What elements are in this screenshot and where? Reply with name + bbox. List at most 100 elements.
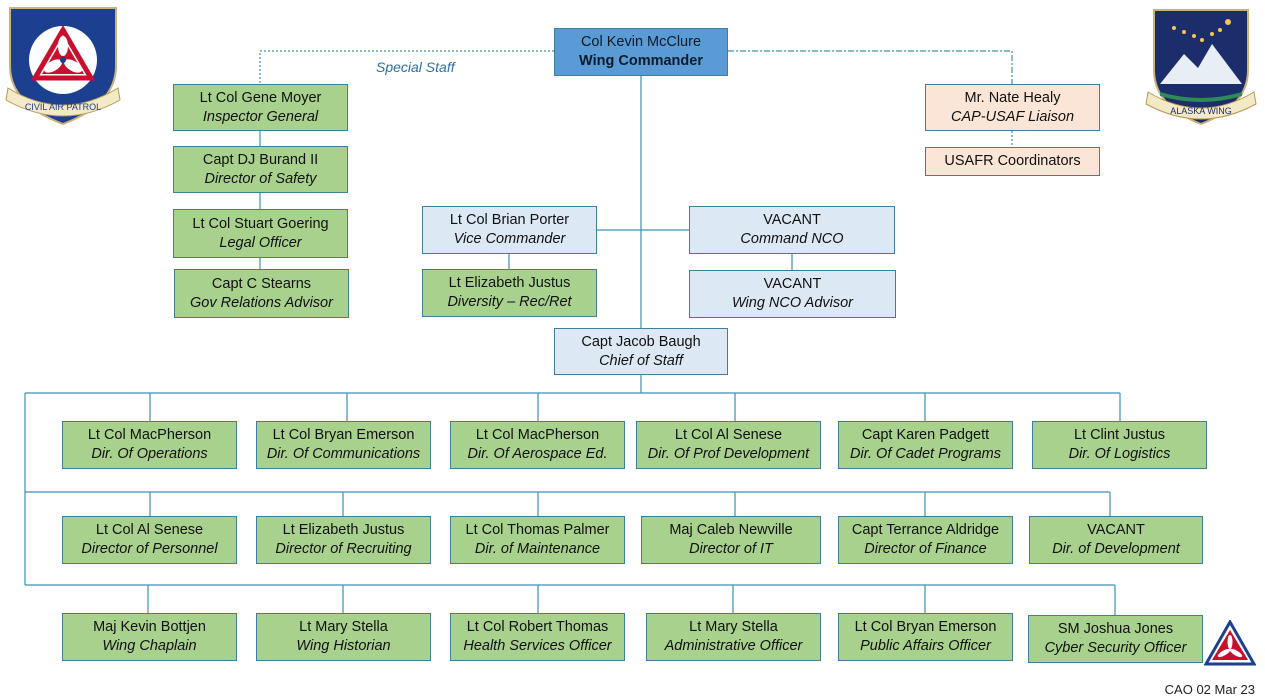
special-staff-dotted-line <box>259 50 554 84</box>
cmd-nco-title: Command NCO <box>740 231 844 247</box>
cyber-security-box: SM Joshua Jones Cyber Security Officer <box>1028 615 1203 663</box>
officer-name: Lt Mary Stella <box>689 619 778 635</box>
vice-name: Lt Col Brian Porter <box>449 212 570 228</box>
civil-air-patrol-logo-text: CIVIL AIR PATROL <box>25 102 101 112</box>
dir-personnel-box: Lt Col Al Senese Director of Personnel <box>62 516 237 564</box>
nco-advisor-name: VACANT <box>763 276 822 292</box>
liaison-dotted-line <box>728 50 1013 84</box>
director-title: Director of Personnel <box>81 541 218 557</box>
director-title: Dir. Of Logistics <box>1068 446 1171 462</box>
vice-commander-box: Lt Col Brian Porter Vice Commander <box>422 206 597 254</box>
dir-prof-development-box: Lt Col Al Senese Dir. Of Prof Developmen… <box>636 421 821 469</box>
director-title: Dir. of Development <box>1052 541 1180 557</box>
dir-development-box: VACANT Dir. of Development <box>1029 516 1203 564</box>
officer-name: Lt Col Robert Thomas <box>466 619 609 635</box>
footer-date: CAO 02 Mar 23 <box>1164 682 1255 697</box>
special-staff-label: Special Staff <box>376 59 455 75</box>
dir-communications-box: Lt Col Bryan Emerson Dir. Of Communicati… <box>256 421 431 469</box>
diversity-title: Diversity – Rec/Ret <box>447 294 572 310</box>
usafr-name: USAFR Coordinators <box>944 153 1081 169</box>
row3-drops <box>147 585 1116 615</box>
officer-name: Maj Kevin Bottjen <box>93 619 206 635</box>
inspector-general-box: Lt Col Gene Moyer Inspector General <box>173 84 348 131</box>
staff-title: Inspector General <box>202 108 319 125</box>
row2-drops <box>149 492 1111 516</box>
wing-historian-box: Lt Mary Stella Wing Historian <box>256 613 431 661</box>
officer-name: SM Joshua Jones <box>1057 621 1174 637</box>
cap-triangle-icon <box>1204 620 1256 666</box>
command-nco-box: VACANT Command NCO <box>689 206 895 254</box>
alaska-wing-logo: ALASKA WING <box>1145 9 1257 126</box>
director-title: Dir. Of Prof Development <box>647 446 810 462</box>
director-title: Director of Finance <box>864 541 987 557</box>
nco-advisor-title: Wing NCO Advisor <box>732 295 853 311</box>
director-title: Dir. Of Cadet Programs <box>850 446 1001 462</box>
dir-aerospace-box: Lt Col MacPherson Dir. Of Aerospace Ed. <box>450 421 625 469</box>
administrative-officer-box: Lt Mary Stella Administrative Officer <box>646 613 821 661</box>
officer-name: Lt Col Bryan Emerson <box>854 619 997 635</box>
officer-title: Administrative Officer <box>664 638 803 654</box>
officer-title: Public Affairs Officer <box>860 638 991 654</box>
director-name: Lt Elizabeth Justus <box>282 522 405 538</box>
director-name: Lt Col MacPherson <box>475 427 600 443</box>
liaison-title: CAP-USAF Liaison <box>950 108 1075 125</box>
director-title: Director of Recruiting <box>275 541 412 557</box>
wing-chaplain-box: Maj Kevin Bottjen Wing Chaplain <box>62 613 237 661</box>
wing-nco-advisor-box: VACANT Wing NCO Advisor <box>689 270 896 318</box>
commander-title: Wing Commander <box>579 53 703 69</box>
commander-name: Col Kevin McClure <box>580 34 702 50</box>
director-title: Dir. Of Operations <box>91 446 208 462</box>
director-name: Capt Terrance Aldridge <box>851 522 1000 538</box>
health-services-box: Lt Col Robert Thomas Health Services Off… <box>450 613 625 661</box>
chief-name: Capt Jacob Baugh <box>581 333 701 350</box>
officer-name: Lt Mary Stella <box>299 619 388 635</box>
staff-name: Capt C Stearns <box>211 275 312 292</box>
director-name: Lt Col Al Senese <box>674 427 783 443</box>
officer-title: Health Services Officer <box>463 638 612 654</box>
dir-maintenance-box: Lt Col Thomas Palmer Dir. of Maintenance <box>450 516 625 564</box>
director-name: Maj Caleb Newville <box>669 522 793 538</box>
director-name: Lt Col Bryan Emerson <box>272 427 415 443</box>
diversity-box: Lt Elizabeth Justus Diversity – Rec/Ret <box>422 269 597 317</box>
diversity-name: Lt Elizabeth Justus <box>448 275 571 291</box>
dir-recruiting-box: Lt Elizabeth Justus Director of Recruiti… <box>256 516 431 564</box>
public-affairs-box: Lt Col Bryan Emerson Public Affairs Offi… <box>838 613 1013 661</box>
director-title: Director of IT <box>689 541 773 557</box>
director-title: Dir. Of Communications <box>266 446 421 462</box>
staff-name: Lt Col Stuart Goering <box>192 215 329 232</box>
cap-usaf-liaison-box: Mr. Nate Healy CAP-USAF Liaison <box>925 84 1100 131</box>
gov-relations-box: Capt C Stearns Gov Relations Advisor <box>174 269 349 318</box>
chief-title: Chief of Staff <box>599 352 683 369</box>
wing-commander-box: Col Kevin McClure Wing Commander <box>554 28 728 76</box>
legal-officer-box: Lt Col Stuart Goering Legal Officer <box>173 209 348 258</box>
director-name: Capt Karen Padgett <box>861 427 990 443</box>
dir-logistics-box: Lt Clint Justus Dir. Of Logistics <box>1032 421 1207 469</box>
civil-air-patrol-logo: CIVIL AIR PATROL <box>5 7 121 126</box>
staff-title: Director of Safety <box>204 170 317 187</box>
director-of-safety-box: Capt DJ Burand II Director of Safety <box>173 146 348 193</box>
director-title: Dir. of Maintenance <box>474 541 601 557</box>
director-name: Lt Col Thomas Palmer <box>465 522 610 538</box>
cmd-nco-name: VACANT <box>763 212 821 228</box>
director-name: Lt Clint Justus <box>1073 427 1166 443</box>
dir-cadet-programs-box: Capt Karen Padgett Dir. Of Cadet Program… <box>838 421 1013 469</box>
director-name: Lt Col Al Senese <box>95 522 204 538</box>
staff-bus-line <box>24 375 1120 585</box>
director-name: VACANT <box>1087 522 1145 538</box>
dir-finance-box: Capt Terrance Aldridge Director of Finan… <box>838 516 1013 564</box>
director-name: Lt Col MacPherson <box>87 427 212 443</box>
officer-title: Wing Historian <box>296 638 391 654</box>
chief-of-staff-box: Capt Jacob Baugh Chief of Staff <box>554 328 728 375</box>
staff-title: Gov Relations Advisor <box>190 294 333 311</box>
director-title: Dir. Of Aerospace Ed. <box>467 446 608 462</box>
officer-title: Wing Chaplain <box>102 638 197 654</box>
staff-title: Legal Officer <box>219 234 302 251</box>
dir-operations-box: Lt Col MacPherson Dir. Of Operations <box>62 421 237 469</box>
staff-name: Lt Col Gene Moyer <box>199 89 322 106</box>
liaison-name: Mr. Nate Healy <box>964 89 1061 106</box>
dir-it-box: Maj Caleb Newville Director of IT <box>641 516 821 564</box>
officer-title: Cyber Security Officer <box>1044 640 1187 656</box>
row1-drops <box>149 393 1121 421</box>
usafr-coordinators-box: USAFR Coordinators <box>925 147 1100 176</box>
